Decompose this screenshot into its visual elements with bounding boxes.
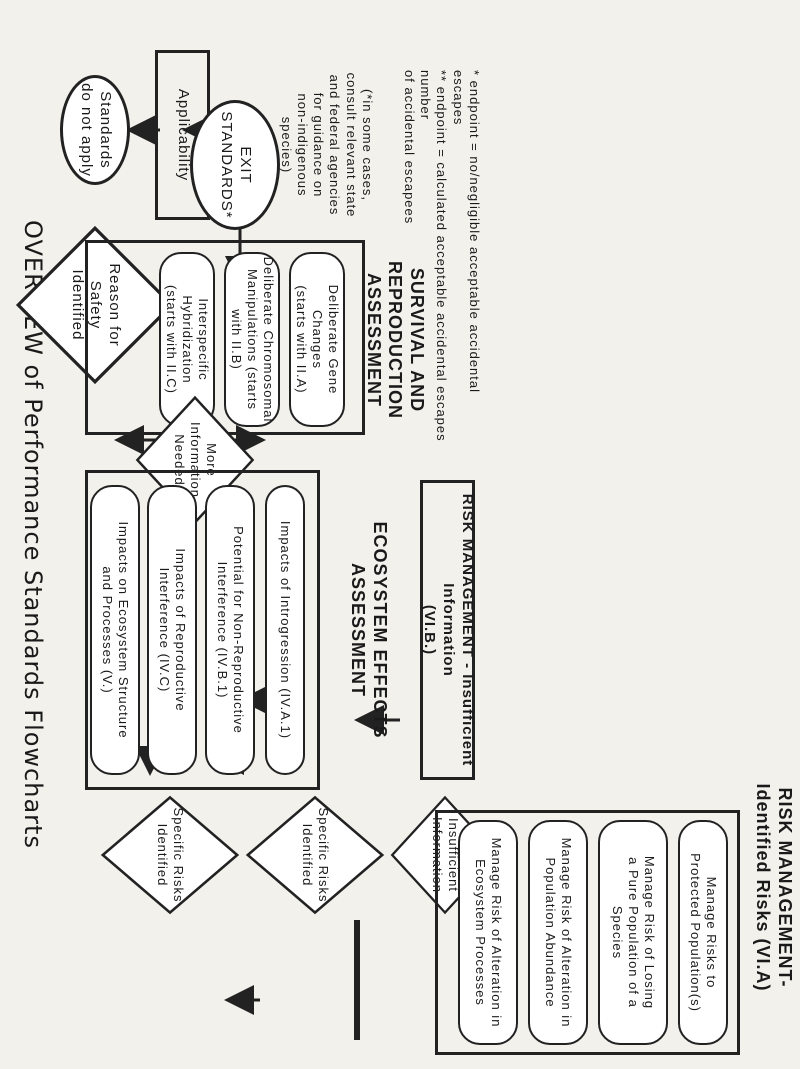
ecosystem-header: ECOSYSTEM EFFECTS ASSESSMENT xyxy=(348,521,390,739)
risk-management-panel xyxy=(354,920,360,1040)
page-title: OVERVIEW of Performance Standards Flowch… xyxy=(19,220,47,849)
specific-risks-label-2: Specific Risks Identified xyxy=(300,807,332,903)
risk-mgmt-insufficient: RISK MANAGEMENT - Insufficient Informati… xyxy=(420,480,476,780)
risk-mgmt-identified-header: RISK MANAGEMENT- Identified Risks (VI.A) xyxy=(753,783,795,992)
ecosystem-item-3: Impacts on Ecosystem Structure and Proce… xyxy=(90,485,140,775)
ecosystem-item-1: Potential for Non-Reproductive Interfere… xyxy=(205,485,255,775)
reason-safety-decision-1: Reason for Safety Identified xyxy=(15,225,175,385)
specific-risks-decision-1: Specific Risks Identified xyxy=(100,795,240,915)
exit-standards-oval: EXIT STANDARDS* xyxy=(190,100,280,230)
exit-note: (*in some cases, consult relevant state … xyxy=(278,72,375,218)
ecosystem-item-0: Impacts of Introgression (IV.A.1) xyxy=(265,485,305,775)
standards-do-not-apply-oval: Standards do not apply xyxy=(60,75,130,185)
ecosystem-item-2: Impacts of Reproductive Interference (IV… xyxy=(147,485,197,775)
specific-risks-decision-2: Specific Risks Identified xyxy=(245,795,385,915)
specific-risks-label-1: Specific Risks Identified xyxy=(155,807,187,903)
footnote-visible: * endpoint = no/negligible acceptable ac… xyxy=(402,70,482,442)
risk-mgmt-item-0: Manage Risks to Protected Population(s) xyxy=(678,820,728,1045)
risk-mgmt-item-2: Manage Risk of Alteration in Population … xyxy=(528,820,588,1045)
risk-mgmt-item-3: Manage Risk of Alteration in Ecosystem P… xyxy=(458,820,518,1045)
risk-mgmt-item-1: Manage Risk of Losing a Pure Population … xyxy=(598,820,668,1045)
survival-item-0: Deliberate Gene Changes (starts with II.… xyxy=(289,252,345,427)
